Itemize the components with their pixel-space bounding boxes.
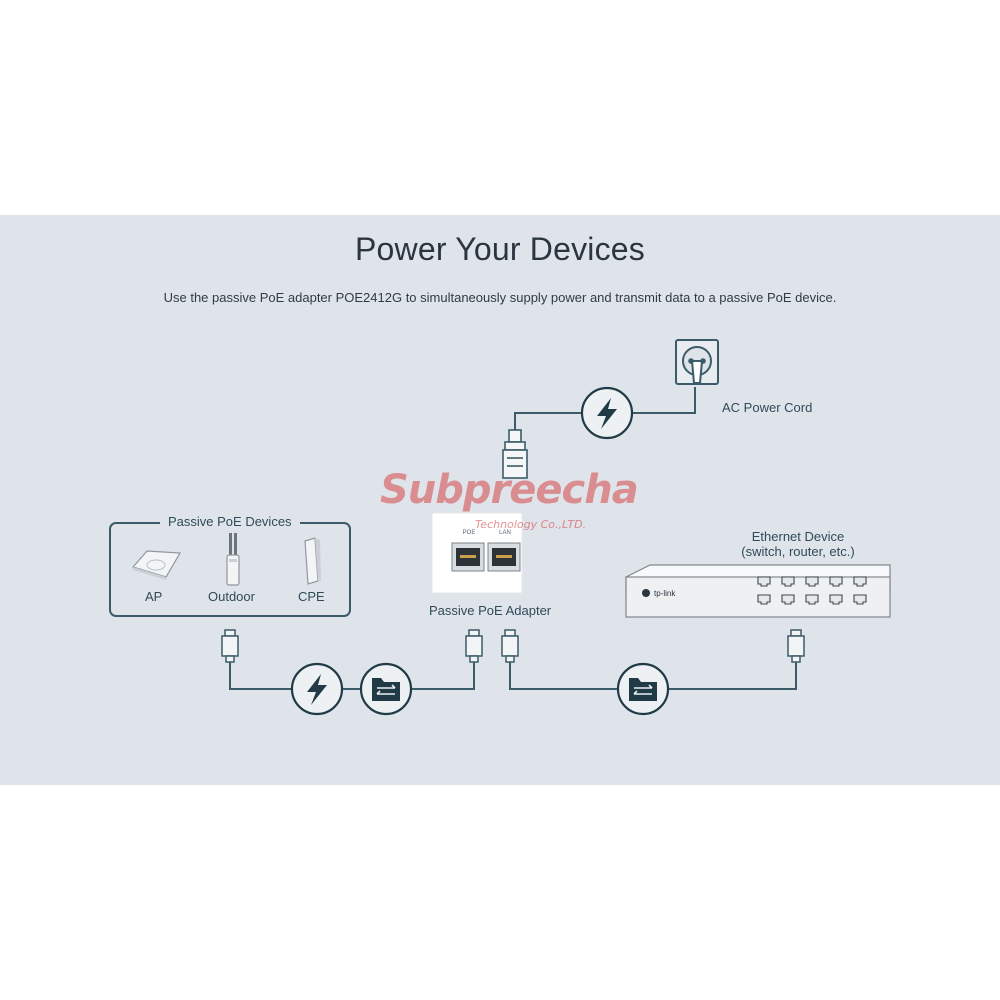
rj45-plug-icon — [787, 629, 805, 663]
poe-adapter-image — [431, 512, 523, 594]
ap-device-icon — [131, 550, 182, 580]
ethernet-device-title: Ethernet Device — [751, 529, 845, 544]
devices-box-title: Passive PoE Devices — [160, 514, 300, 529]
ac-power-icon — [580, 386, 634, 440]
switch-port-icon — [829, 594, 843, 605]
switch-port-icon — [805, 576, 819, 587]
poe-power-icon — [290, 662, 344, 716]
ethernet-device-subtitle: (switch, router, etc.) — [741, 544, 855, 559]
switch-ports — [757, 576, 867, 605]
rj45-plug-icon — [501, 629, 519, 663]
ac-plug-icon — [502, 429, 528, 479]
page-subtitle: Use the passive PoE adapter POE2412G to … — [163, 290, 837, 305]
ac-power-cord-label: AC Power Cord — [722, 400, 813, 415]
adapter-port-poe: POE — [463, 530, 476, 536]
adapter-port-lan: LAN — [499, 530, 511, 536]
poe-data-icon — [359, 662, 413, 716]
connection-diagram: POE LAN — [109, 339, 891, 716]
switch-port-icon — [853, 576, 867, 587]
rj45-plug-icon — [221, 629, 239, 663]
switch-port-icon — [757, 594, 771, 605]
cpe-device-icon — [304, 537, 321, 585]
switch-port-icon — [853, 594, 867, 605]
device-label-outdoor: Outdoor — [208, 589, 255, 604]
switch-port-icon — [781, 594, 795, 605]
switch-port-icon — [781, 576, 795, 587]
wall-outlet-icon — [675, 339, 719, 385]
outdoor-device-icon — [226, 533, 240, 586]
watermark-logo: Subpreecha — [380, 467, 639, 513]
switch-port-icon — [829, 576, 843, 587]
watermark-subtext: Technology Co.,LTD. — [475, 518, 587, 531]
device-label-ap: AP — [145, 589, 163, 604]
device-label-cpe: CPE — [298, 589, 325, 604]
poe-cable — [229, 660, 475, 690]
rj45-plug-icon — [465, 629, 483, 663]
switch-port-icon — [805, 594, 819, 605]
adapter-label: Passive PoE Adapter — [429, 603, 552, 618]
page-title: Power Your Devices — [355, 231, 645, 267]
diagram-panel: Power Your Devices Use the passive PoE a… — [0, 215, 1000, 785]
switch-brand-label: tp-link — [654, 589, 676, 598]
lan-data-icon — [616, 662, 670, 716]
switch-port-icon — [757, 576, 771, 587]
